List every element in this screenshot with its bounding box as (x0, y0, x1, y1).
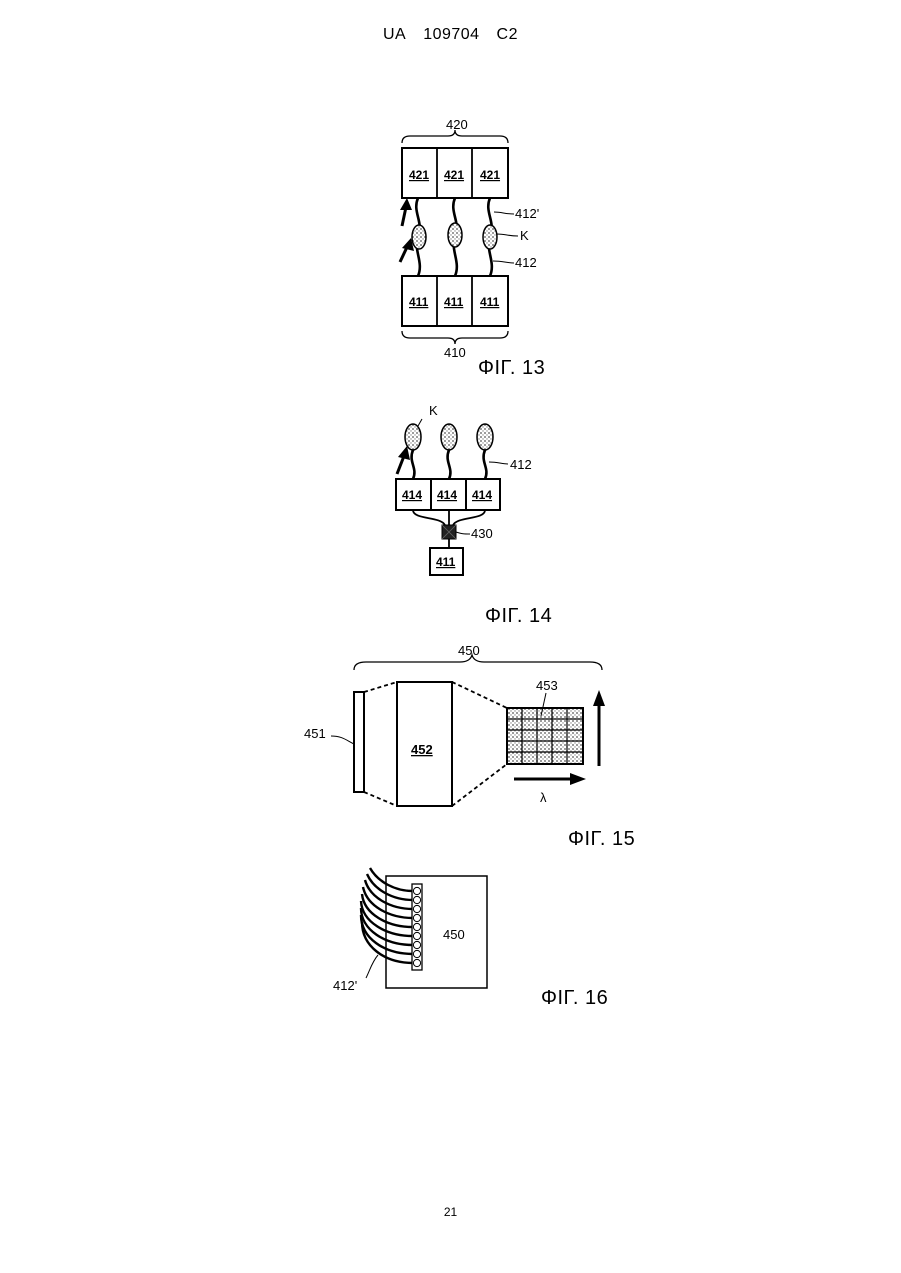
fig16-caption: ΦΙΓ. 16 (541, 987, 608, 1010)
fig15-detector-array (507, 708, 583, 764)
fig13-ellipse-3 (483, 225, 497, 249)
fig15-grating-label: 452 (411, 742, 433, 757)
figure-13: 420 421 421 421 412' K 412 411 411 411 4… (400, 117, 539, 360)
fig15-slit-label: 451 (304, 726, 326, 741)
figure-15: 450 451 452 453 λ (304, 643, 605, 806)
fig15-detector-label: 453 (536, 678, 558, 693)
fig14-ellipse-1 (405, 424, 421, 450)
fig13-bottom-cell-2: 411 (444, 295, 464, 309)
fig13-bottom-cell-3: 411 (480, 295, 500, 309)
fig13-bottom-cell-1: 411 (409, 295, 429, 309)
fig13-ellipse-1 (412, 225, 426, 249)
fig14-cell-3-label: 414 (472, 488, 492, 502)
fig13-arrow-1 (400, 198, 412, 210)
fig15-caption: ΦΙΓ. 15 (568, 828, 635, 851)
figure-14: K 412 414 414 414 430 411 (396, 403, 532, 575)
fig16-box-label: 450 (443, 927, 465, 942)
fig14-caption: ΦΙΓ. 14 (485, 605, 552, 628)
fig13-ellipse-2 (448, 223, 462, 247)
fig14-splitter-label: 430 (471, 526, 493, 541)
fig13-bottom-group-label: 410 (444, 345, 466, 360)
page-number: 21 (0, 1205, 901, 1219)
fig16-box (386, 876, 487, 988)
fig15-vertical-arrow (593, 690, 605, 706)
fig15-group-label: 450 (458, 643, 480, 658)
fig13-fiber-label: 412 (515, 255, 537, 270)
fig13-top-cell-1: 421 (409, 168, 429, 182)
fig14-ellipse-label: K (429, 403, 438, 418)
fig14-cell-2-label: 414 (437, 488, 457, 502)
fig14-fiber-label: 412 (510, 457, 532, 472)
fig13-caption: ΦΙΓ. 13 (478, 357, 545, 380)
fig15-horizontal-arrow (570, 773, 586, 785)
fig13-top-group-label: 420 (446, 117, 468, 132)
fig14-cell-1-label: 414 (402, 488, 422, 502)
fig14-ellipse-3 (477, 424, 493, 450)
fig13-top-cell-3: 421 (480, 168, 500, 182)
fig15-axis-label: λ (540, 790, 547, 805)
fig13-top-cell-2: 421 (444, 168, 464, 182)
fig13-fiber-out-label: 412' (515, 206, 539, 221)
fig14-source-label: 411 (436, 555, 456, 569)
fig13-ellipse-label: K (520, 228, 529, 243)
fig14-ellipse-2 (441, 424, 457, 450)
fig16-fiber-label: 412' (333, 978, 357, 993)
fig15-slit (354, 692, 364, 792)
figure-16: 450 412' (333, 868, 487, 993)
fig13-bottom-brace (402, 331, 508, 344)
